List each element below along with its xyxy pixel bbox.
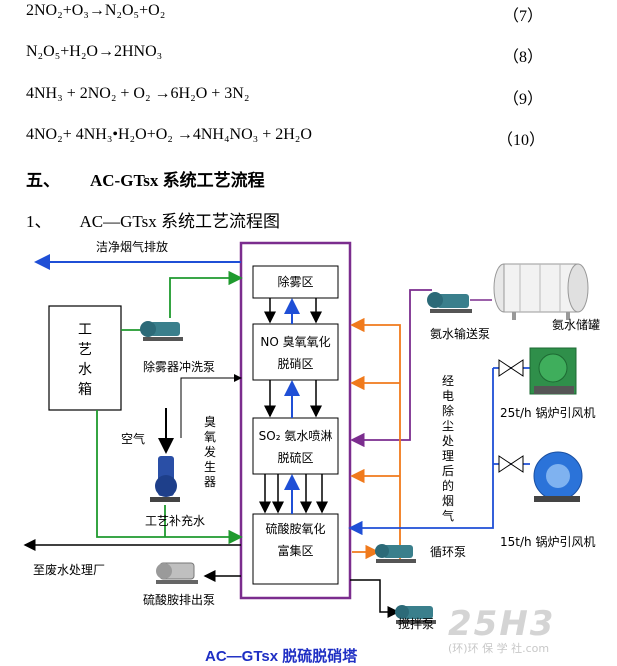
- no-zone-box: [252, 323, 339, 381]
- tank-icon: [493, 263, 589, 320]
- process-water-tank: [48, 305, 122, 411]
- ozone-generator-label: 臭氧发生器: [203, 415, 216, 489]
- watermark-text: (环)环 保 学 社.com: [448, 642, 550, 655]
- fan-icon: [529, 347, 577, 395]
- watermark-logo: 25H3: [448, 604, 556, 644]
- clean-gas-label: 洁净烟气排放: [96, 240, 169, 254]
- section-number: 五、: [26, 171, 60, 190]
- equation-10: 4NO₂+ 4NH₃•H₂O+O₂ →4NH₄NO₃ + 2H₂O: [26, 126, 312, 143]
- pump-icon: [156, 562, 198, 584]
- valve-icon: [498, 455, 524, 473]
- ammonia-pump-label: 氨水输送泵: [430, 327, 491, 341]
- subsection-number: 1、: [26, 212, 52, 231]
- pump-icon: [395, 605, 436, 624]
- fan-icon: [533, 451, 583, 502]
- section-heading: 五、 AC-GTsx 系统工艺流程: [26, 166, 265, 191]
- so2-zone-box: [252, 417, 339, 475]
- subsection-title: AC—GTsx 系统工艺流程图: [79, 212, 280, 231]
- sulfate-zone-label: 硫酸胺氧化富集区: [265, 522, 326, 558]
- stir-pump-label: 搅拌泵: [398, 617, 435, 631]
- equation-8: N₂O₅+H₂O→2HNO₃: [26, 43, 163, 60]
- sulfate-zone-box: [252, 513, 339, 585]
- no-zone-label: NO 臭氧氧化脱硝区: [260, 335, 331, 371]
- equation-7: 2NO₂+O₃→N₂O₅+O₂: [26, 2, 166, 19]
- tower-outline: [239, 241, 352, 600]
- equation-number: （7）: [503, 8, 544, 25]
- makeup-water-label: 工艺补充水: [145, 514, 206, 528]
- valve-icon: [498, 359, 524, 377]
- equation-number: （8）: [503, 49, 544, 66]
- sulfate-pump-label: 硫酸胺排出泵: [143, 593, 216, 607]
- demist-pump-label: 除雾器冲洗泵: [143, 360, 216, 374]
- so2-zone-label: SO₂ 氨水喷淋脱硫区: [258, 429, 333, 465]
- demist-zone-label: 除雾区: [277, 275, 314, 289]
- flue-gas-label: 经电除尘处理后的烟气: [441, 374, 454, 523]
- diagram-caption: AC—GTsx 脱硫脱硝塔: [205, 648, 358, 665]
- wastewater-label: 至废水处理厂: [33, 563, 106, 577]
- fan-15-label: 15t/h 锅炉引风机: [500, 535, 596, 549]
- process-tank-label: 工艺水箱: [78, 322, 92, 398]
- equation-9: 4NH₃ + 2NO₂ + O₂ →6H₂O + 3N₂: [26, 85, 250, 102]
- pump-icon: [427, 292, 472, 313]
- pump-icon: [140, 321, 183, 341]
- equation-number: （10）: [497, 132, 546, 149]
- pump-icon: [150, 456, 180, 502]
- section-title: AC-GTsx 系统工艺流程: [90, 171, 265, 190]
- pump-icon: [375, 544, 416, 563]
- demist-zone-box: [252, 265, 339, 299]
- ammonia-tank-label: 氨水储罐: [552, 318, 601, 332]
- equation-number: （9）: [503, 91, 544, 108]
- fan-25-label: 25t/h 锅炉引风机: [500, 406, 596, 420]
- circulation-pump-label: 循环泵: [430, 545, 467, 559]
- subsection-heading: 1、 AC—GTsx 系统工艺流程图: [26, 207, 280, 232]
- air-label: 空气: [121, 432, 146, 446]
